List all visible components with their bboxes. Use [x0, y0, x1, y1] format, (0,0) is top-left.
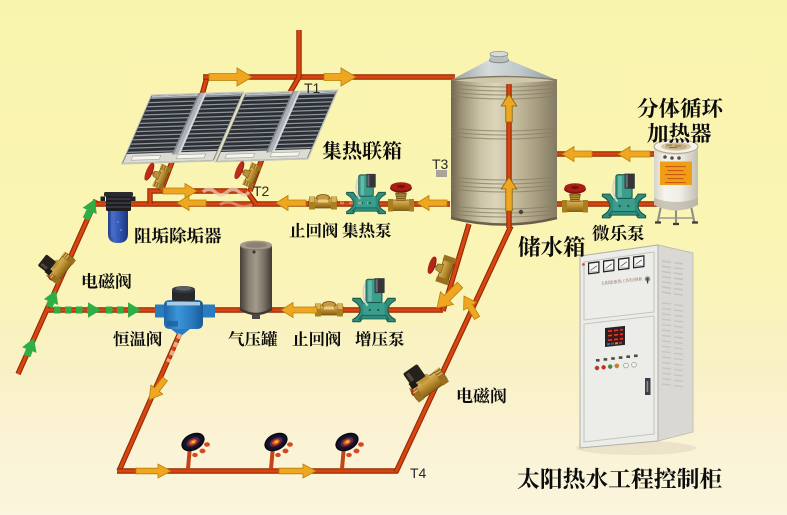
svg-text:T2: T2	[253, 183, 270, 199]
svg-text:T4: T4	[410, 465, 427, 481]
svg-text:T1: T1	[304, 80, 321, 96]
svg-text:T3: T3	[432, 156, 449, 172]
